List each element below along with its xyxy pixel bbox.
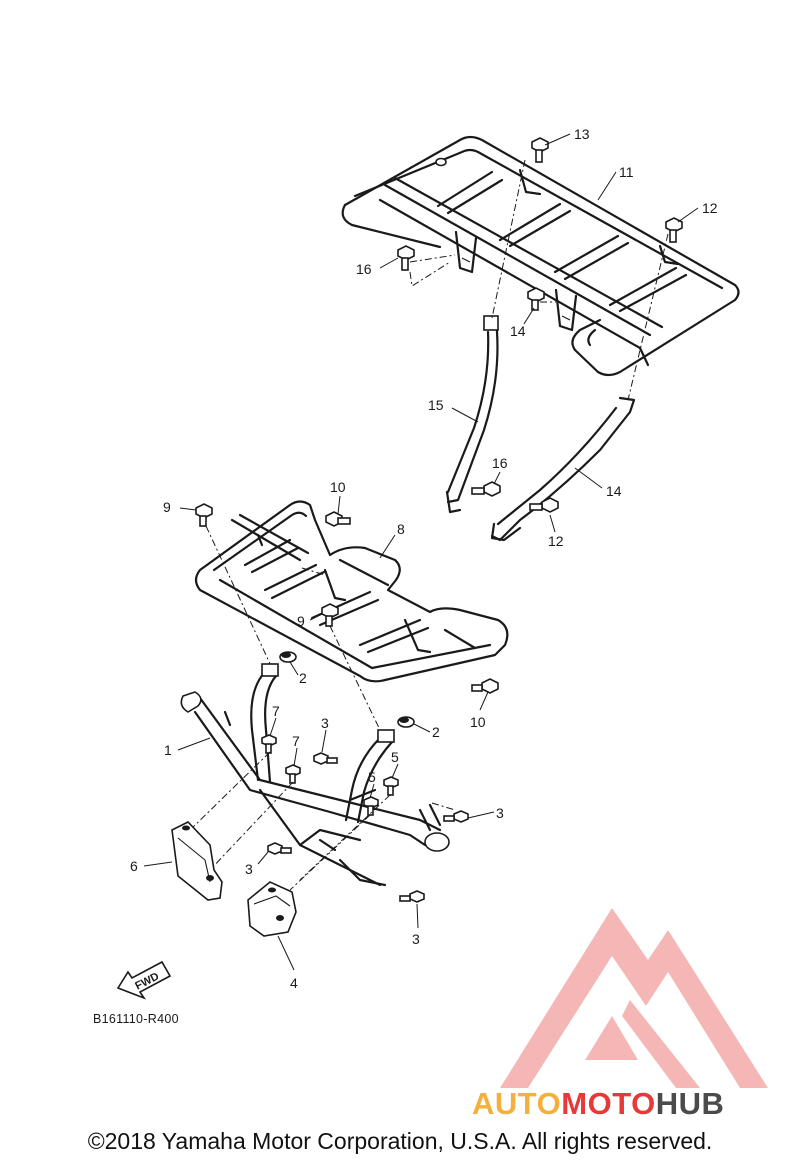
bolt-9b (321, 603, 339, 627)
cover-6 (171, 821, 223, 901)
callout-12a: 13 (574, 126, 590, 142)
callout-3d: 3 (412, 931, 420, 947)
rear-carrier (341, 135, 740, 377)
callout-2a: 2 (299, 670, 307, 686)
bolt-14a (527, 287, 545, 311)
fwd-label: FWD (133, 971, 161, 993)
bolt-3c (267, 842, 292, 855)
callout-5a: 5 (368, 769, 376, 785)
brand-hub: HUB (655, 1086, 725, 1121)
callout-16b: 16 (492, 455, 508, 471)
brand-moto: MOTO (561, 1086, 656, 1121)
bolt-12a (531, 137, 549, 163)
fwd-arrow: FWD (116, 960, 172, 1000)
callout-16a: 16 (356, 261, 372, 277)
callout-3a: 3 (321, 715, 329, 731)
callout-10b: 10 (470, 714, 486, 730)
guard (180, 663, 450, 887)
bolt-7b (285, 764, 301, 784)
callout-9a: 9 (163, 499, 171, 515)
bolt-16b (471, 481, 501, 497)
watermark-logo (500, 908, 768, 1088)
callout-7a: 7 (272, 703, 280, 719)
bolt-16a (397, 245, 415, 271)
callout-14a: 14 (510, 323, 526, 339)
bolt-5b (383, 776, 399, 796)
stay-13 (490, 396, 636, 542)
bolt-14b (529, 497, 559, 513)
callout-2b: 2 (432, 724, 440, 740)
callout-15: 15 (428, 397, 444, 413)
bolt-3a (313, 752, 338, 765)
cover-4 (247, 881, 297, 937)
bolt-3b (443, 810, 469, 823)
brand-auto: AUTO (472, 1086, 562, 1121)
callout-3c: 3 (245, 861, 253, 877)
bolt-10a (325, 511, 351, 527)
bolt-12b (665, 217, 683, 243)
drawing-code: B161110-R400 (93, 1012, 179, 1026)
callout-9b: 9 (297, 613, 305, 629)
bolt-3d (399, 890, 425, 903)
callout-13: 14 (606, 483, 622, 499)
bolt-9a (195, 503, 213, 527)
watermark-brand: AUTOMOTOHUB (472, 1086, 724, 1122)
callout-8: 8 (397, 521, 405, 537)
cap-2a (279, 651, 297, 663)
callout-11: 11 (619, 164, 634, 180)
bolt-10b (471, 678, 499, 694)
callout-6: 6 (130, 858, 138, 874)
callout-1: 1 (164, 742, 172, 758)
front-carrier (194, 500, 509, 683)
callout-7b: 7 (292, 733, 300, 749)
copyright-notice: ©2018 Yamaha Motor Corporation, U.S.A. A… (87, 1128, 713, 1154)
bolt-5a (363, 796, 379, 816)
callout-12b: 12 (702, 200, 718, 216)
callout-14b: 12 (548, 533, 564, 549)
stay-15 (445, 315, 499, 514)
callout-10a: 10 (330, 479, 346, 495)
callout-5b: 5 (391, 749, 399, 765)
bolt-7a (261, 734, 277, 754)
callout-3b: 3 (496, 805, 504, 821)
callout-4: 4 (290, 975, 298, 991)
cap-2b (397, 716, 415, 728)
